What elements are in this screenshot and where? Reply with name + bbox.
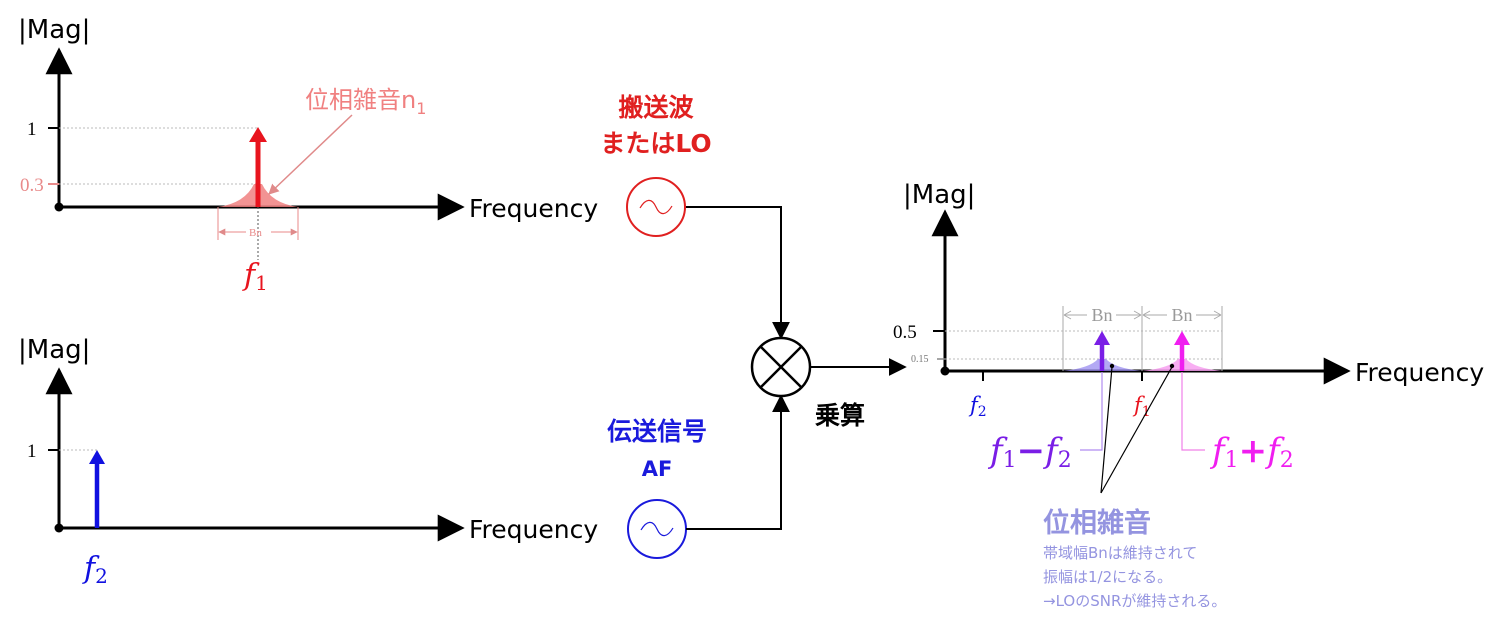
phase-noise-label-sub: 1: [416, 99, 426, 118]
sum-noise-point: [1169, 363, 1175, 369]
phase-noise-note-2: 振幅は1/2になる。: [1043, 568, 1172, 586]
bn-left-label: Bn: [1091, 305, 1112, 325]
y-axis-label: |Mag|: [18, 15, 90, 45]
diff-arrow-head: [1094, 331, 1110, 345]
f1-tick-label: f1: [1132, 393, 1151, 420]
sum-frequency-label: f1+f2: [1209, 431, 1294, 473]
bn-right-span: [1142, 310, 1222, 320]
signal-frequency-label: f2: [82, 551, 108, 588]
tick-05-label: 0.5: [893, 322, 917, 343]
sine-wave-icon: [640, 521, 674, 537]
signal-frequency-sub: 2: [95, 564, 108, 588]
bn-label: Bn: [249, 227, 262, 239]
bn-right-label: Bn: [1171, 305, 1192, 325]
origin-dot: [54, 202, 64, 212]
carrier-spectrum-plot: |Mag| Frequency 1 0.3 位相雑音n1 Bn f1: [18, 15, 598, 295]
tick-015-label: 0.15: [911, 354, 929, 365]
signal-arrow-head: [89, 450, 105, 464]
carrier-frequency-label: f1: [242, 258, 268, 295]
noise-pointer-right: [1100, 366, 1173, 494]
diff-noise-point: [1109, 363, 1115, 369]
y-axis-label: |Mag|: [903, 180, 975, 210]
sum-f1-sub: 1: [1225, 448, 1239, 473]
sine-wave-icon: [639, 199, 673, 215]
origin-dot: [54, 523, 64, 533]
output-spectrum-plot: |Mag| Frequency 0.5 0.15 f2 f1 Bn Bn: [893, 180, 1484, 610]
signal-path-wires: [686, 206, 907, 530]
signal-wire: [686, 394, 790, 530]
carrier-source-subtitle: またはLO: [600, 129, 711, 158]
f2-tick-label: f2: [968, 393, 987, 420]
carrier-frequency-sub: 1: [255, 271, 268, 295]
diff-leader-line: [1080, 372, 1103, 451]
x-axis-label: Frequency: [469, 194, 598, 223]
phase-noise-pointer: [268, 114, 353, 195]
phase-noise-note-1: 帯域幅Bnは維持されて: [1043, 544, 1197, 562]
diff-f1-sub: 1: [1003, 448, 1017, 473]
x-axis-label: Frequency: [1355, 358, 1484, 387]
phase-noise-note-3: →LOのSNRが維持される。: [1043, 592, 1226, 610]
signal-source-title: 伝送信号: [607, 417, 707, 446]
tick-1-label: 1: [27, 119, 37, 140]
origin-dot: [940, 366, 950, 376]
signal-source-subtitle: AF: [642, 457, 673, 481]
diff-operator: −: [1017, 431, 1046, 471]
noise-pointer-left: [1100, 366, 1113, 494]
carrier-source-title: 搬送波: [618, 93, 694, 122]
sum-f2-sub: 2: [1280, 448, 1294, 473]
f1-tick-f: f: [1132, 393, 1145, 417]
phase-noise-label-main: 位相雑音n: [305, 86, 416, 114]
signal-spectrum-plot: |Mag| Frequency 1 f2: [18, 335, 598, 588]
phase-noise-title: 位相雑音: [1043, 507, 1151, 539]
y-axis-label: |Mag|: [18, 335, 90, 365]
carrier-wire: [686, 206, 790, 340]
mixer-block: 乗算: [750, 336, 865, 430]
diff-frequency-label: f1−f2: [987, 431, 1072, 473]
tick-1-label: 1: [27, 441, 37, 462]
sum-arrow-head: [1174, 331, 1190, 345]
f2-tick-sub: 2: [978, 404, 987, 420]
carrier-arrow-head: [249, 127, 267, 142]
bn-left-span: [1063, 310, 1142, 320]
x-axis-label: Frequency: [469, 515, 598, 544]
phase-noise-label: 位相雑音n1: [305, 86, 426, 118]
multiply-icon-stroke-2: [759, 345, 803, 389]
tick-03-label: 0.3: [20, 175, 44, 196]
carrier-source: 搬送波 またはLO: [600, 93, 712, 237]
sum-operator: +: [1239, 431, 1268, 471]
sum-leader-line: [1181, 372, 1205, 451]
diff-f2-sub: 2: [1058, 448, 1072, 473]
f2-tick-f: f: [968, 393, 981, 417]
signal-source: 伝送信号 AF: [607, 417, 707, 559]
mixer-label: 乗算: [815, 401, 865, 430]
